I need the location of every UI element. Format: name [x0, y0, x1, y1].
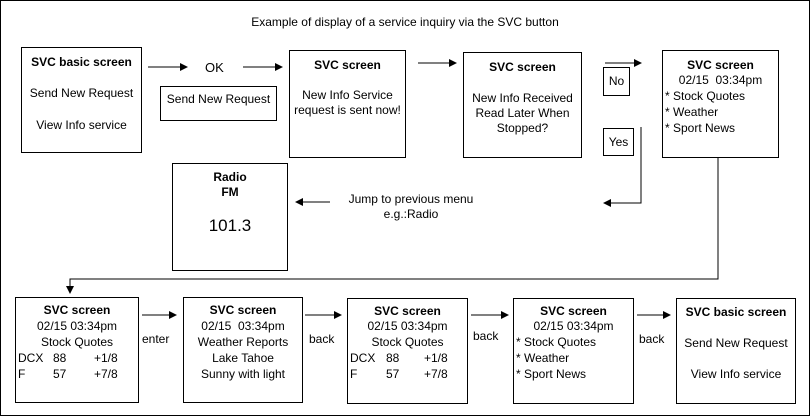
box-title: SVC screen — [687, 58, 754, 72]
back-label: back — [639, 332, 665, 346]
svc-screen-weather-box: SVC screen 02/15 03:34pm Weather Reports… — [183, 297, 303, 403]
back-label: back — [309, 332, 335, 346]
box-line: Sunny with light — [200, 367, 286, 381]
box-line: Send New Request — [29, 86, 134, 100]
box-line: New Info Service — [302, 88, 393, 102]
radio-band: FM — [221, 185, 239, 199]
quote-change: +7/8 — [94, 367, 118, 381]
box-line: New Info Received — [472, 91, 573, 105]
box-label: No — [608, 74, 625, 88]
quote-symbol: DCX — [350, 351, 376, 365]
quote-change: +1/8 — [94, 351, 118, 365]
svc-screen-stock-quotes-box: SVC screen 02/15 03:34pm Stock Quotes DC… — [15, 297, 139, 403]
box-title: SVC screen — [209, 303, 277, 317]
box-line: Read Later When — [475, 106, 570, 120]
box-datetime: 02/15 03:34pm — [367, 319, 448, 333]
radio-frequency: 101.3 — [208, 216, 252, 235]
box-title: SVC screen — [374, 304, 441, 318]
quote-change: +1/8 — [424, 351, 448, 365]
menu-item: * Weather — [665, 105, 719, 119]
diagram-title: Example of display of a service inquiry … — [251, 15, 559, 29]
quote-value: 88 — [386, 351, 400, 365]
menu-item: * Stock Quotes — [665, 89, 746, 103]
box-title: Radio — [213, 170, 247, 184]
enter-label: enter — [142, 332, 170, 346]
box-title: SVC screen — [540, 304, 607, 318]
box-line: Send New Request — [684, 336, 788, 350]
svc-screen-info-received-box: SVC screen New Info Received Read Later … — [463, 52, 582, 158]
box-line: Lake Tahoe — [212, 351, 274, 365]
menu-item: * Sport News — [516, 367, 587, 381]
jump-label: Jump to previous menu e.g.:Radio — [336, 192, 486, 222]
box-line: View Info service — [36, 118, 127, 132]
box-subtitle: Stock Quotes — [40, 335, 114, 349]
box-title: SVC screen — [314, 58, 381, 72]
quote-change: +7/8 — [424, 367, 448, 381]
box-line: Stopped? — [496, 121, 549, 135]
box-label: Yes — [608, 135, 629, 149]
arrow-yes-to-radio — [603, 127, 642, 207]
menu-item: * Stock Quotes — [516, 335, 597, 349]
svc-screen-request-sent-box: SVC screen New Info Service request is s… — [289, 50, 406, 158]
box-datetime: 02/15 03:34pm — [533, 319, 614, 333]
jump-label-line2: e.g.:Radio — [383, 207, 439, 221]
quote-value: 88 — [53, 351, 67, 365]
svc-screen-stock-quotes-box-2: SVC screen 02/15 03:34pm Stock Quotes DC… — [347, 298, 468, 404]
box-title: SVC basic screen — [31, 55, 132, 69]
ok-label: OK — [205, 60, 224, 75]
quote-symbol: F — [18, 367, 26, 381]
box-subtitle: Stock Quotes — [371, 335, 444, 349]
svc-basic-screen-box: SVC basic screen Send New Request View I… — [21, 47, 142, 153]
yes-box: Yes — [603, 128, 634, 156]
quote-value: 57 — [386, 367, 400, 381]
back-label: back — [473, 329, 499, 343]
menu-item: * Sport News — [665, 121, 736, 135]
box-title: SVC screen — [43, 303, 111, 317]
quote-symbol: DCX — [18, 351, 44, 365]
box-label: Send New Request — [166, 92, 271, 106]
box-title: SVC screen — [489, 60, 556, 74]
box-datetime: 02/15 03:34pm — [678, 73, 763, 87]
quote-value: 57 — [53, 367, 67, 381]
svc-basic-screen-box-2: SVC basic screen Send New Request View I… — [676, 298, 796, 404]
box-line: Weather Reports — [197, 335, 289, 349]
box-datetime: 02/15 03:34pm — [201, 319, 285, 333]
box-line: View Info service — [690, 367, 782, 381]
box-title: SVC basic screen — [685, 305, 787, 319]
menu-item: * Weather — [516, 351, 570, 365]
svc-screen-menu-box: SVC screen 02/15 03:34pm * Stock Quotes … — [662, 50, 779, 158]
box-line: request is sent now! — [294, 103, 401, 117]
box-datetime: 02/15 03:34pm — [36, 319, 118, 333]
no-box: No — [603, 67, 630, 96]
arrow-screen4-to-screen5 — [66, 158, 719, 294]
quote-symbol: F — [350, 367, 358, 381]
radio-box: Radio FM 101.3 — [172, 163, 288, 271]
svc-screen-menu-box-2: SVC screen 02/15 03:34pm * Stock Quotes … — [513, 298, 634, 404]
send-new-request-box: Send New Request — [160, 86, 277, 121]
jump-label-line1: Jump to previous menu — [348, 192, 474, 206]
